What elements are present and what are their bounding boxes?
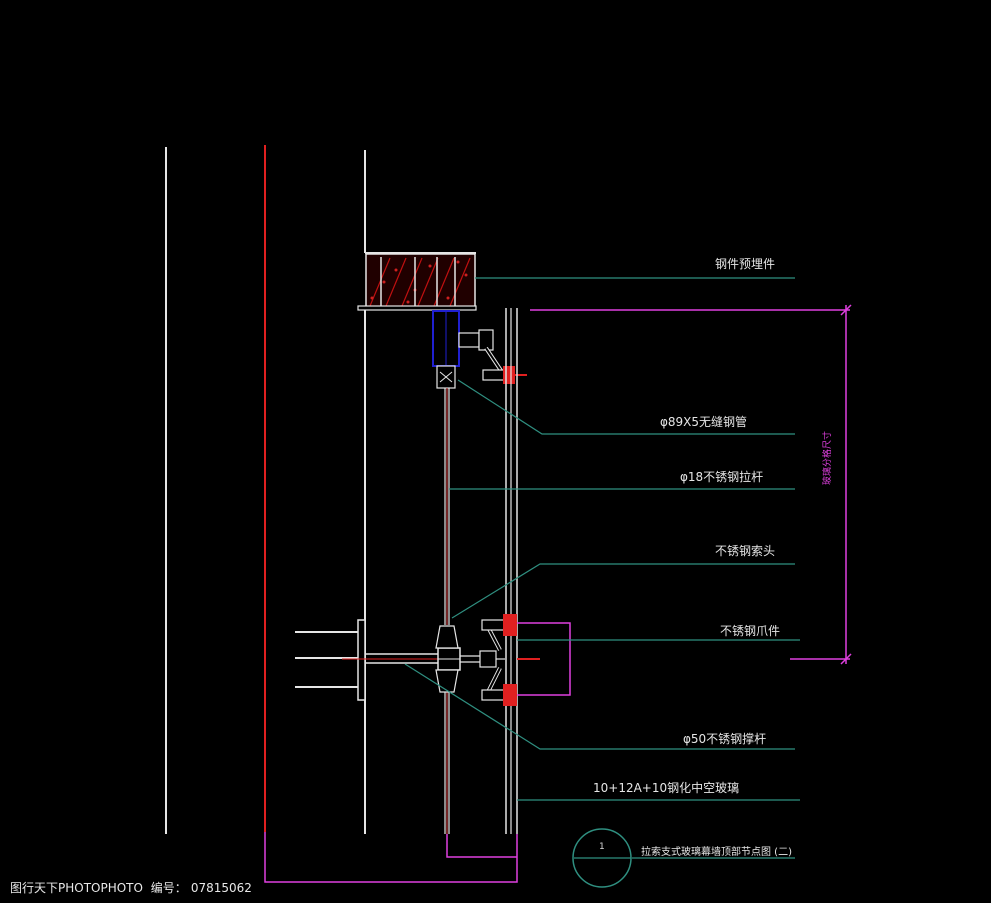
- watermark: 图行天下PHOTOPHOTO 编号：07815062: [10, 879, 256, 896]
- callout-strut: φ50不锈钢撑杆: [683, 731, 766, 746]
- section-mark: [572, 828, 632, 888]
- section-number: 1: [599, 842, 605, 852]
- callout-spider-fitting: 不锈钢爪件: [720, 624, 780, 638]
- callout-labels: 钢件预埋件 φ89X5无缝钢管 φ18不锈钢拉杆 不锈钢索头 不锈钢爪件 φ50…: [593, 257, 833, 858]
- leader-lines: [404, 277, 800, 859]
- steel-tube-top: [432, 310, 527, 389]
- callout-steel-tube: φ89X5无缝钢管: [660, 414, 747, 429]
- watermark-number: 07815062: [190, 881, 252, 895]
- callout-embedded-part: 钢件预埋件: [715, 257, 775, 271]
- tension-rod: [444, 388, 450, 834]
- section-title: 拉索支式玻璃幕墙顶部节点图 (二): [641, 845, 792, 858]
- anchor-plate: [295, 619, 366, 701]
- callout-tension-rod: φ18不锈钢拉杆: [680, 469, 763, 484]
- glass-panes: [505, 308, 518, 834]
- callout-cable-head: 不锈钢索头: [715, 544, 775, 558]
- dimension-label: 玻璃分格尺寸: [821, 431, 833, 485]
- watermark-number-label: 编号：: [150, 881, 187, 895]
- strut-joint: [342, 614, 540, 706]
- wall-lines: [165, 145, 476, 834]
- callout-glass: 10+12A+10钢化中空玻璃: [593, 780, 739, 795]
- embedded-part: [357, 253, 477, 311]
- watermark-site: 图行天下PHOTOPHOTO: [10, 881, 143, 895]
- dimension-lines: [264, 304, 852, 883]
